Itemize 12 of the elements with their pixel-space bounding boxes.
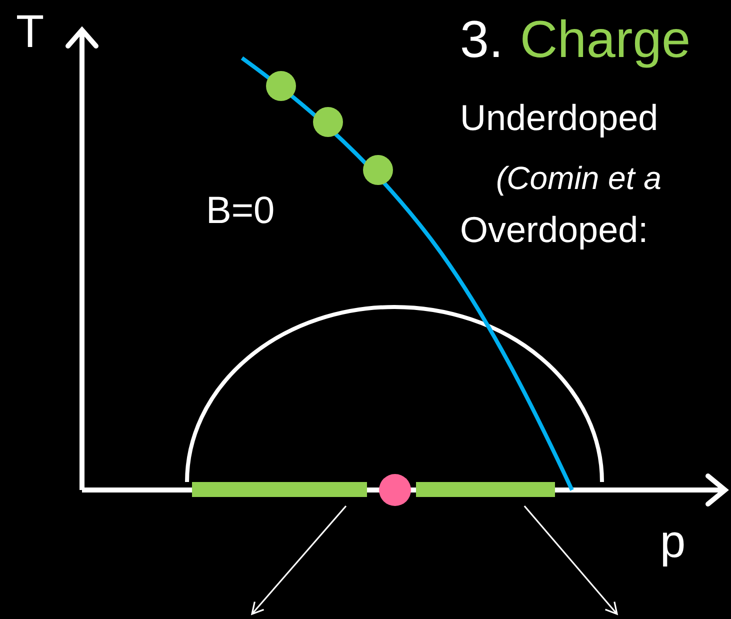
doping-range-bar xyxy=(192,482,367,497)
arrow xyxy=(251,505,347,615)
text-label: B=0 xyxy=(206,192,275,230)
text-label: 3. xyxy=(460,14,504,66)
text-label: T xyxy=(16,8,44,54)
doping-range-bar xyxy=(416,482,555,497)
arrow xyxy=(524,505,618,615)
text-label: p xyxy=(660,518,686,564)
text-label: (Comin et a xyxy=(496,162,662,194)
text-label: Underdoped xyxy=(460,100,658,136)
text-label: Overdoped: xyxy=(460,212,648,248)
text-label: Charge xyxy=(520,14,691,66)
